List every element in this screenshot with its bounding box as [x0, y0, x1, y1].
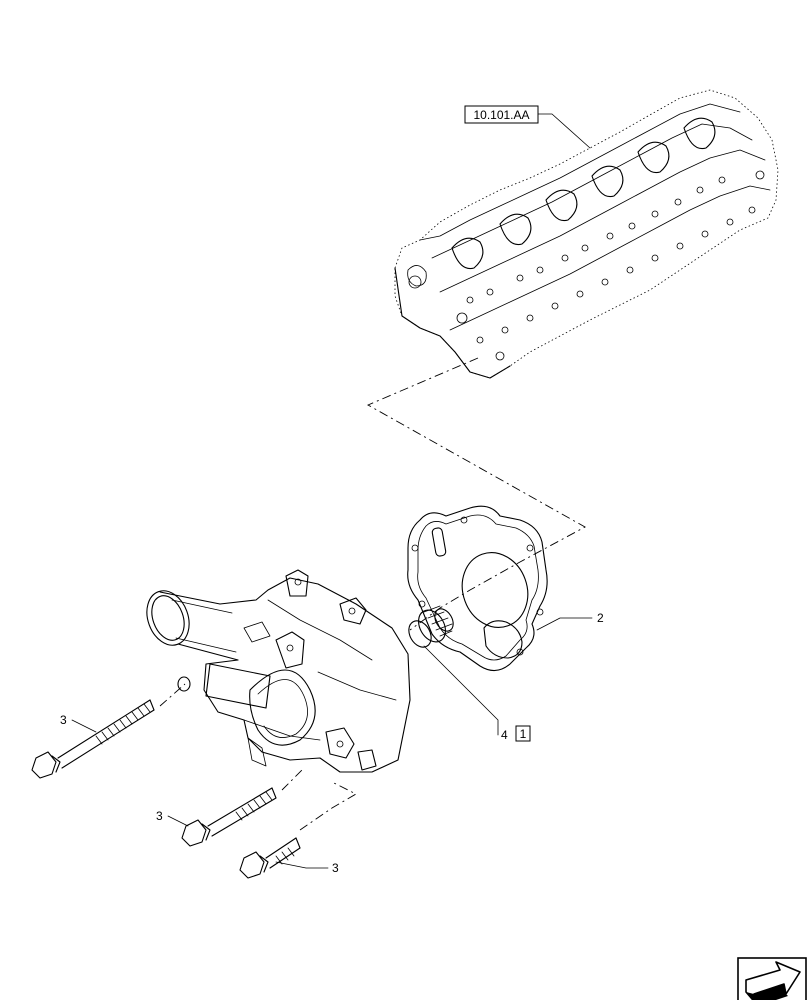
callout-thermostat: 4 1: [423, 645, 531, 742]
callout-bolt-short: 3: [275, 861, 339, 875]
callout-bolt-long: 3: [60, 713, 97, 733]
reference-label: 10.101.AA: [473, 108, 529, 122]
callout-number: 3: [332, 861, 339, 875]
gasket: [407, 505, 548, 672]
next-page-arrow-icon[interactable]: [737, 957, 807, 1000]
kit-number: 1: [520, 727, 527, 741]
reference-callout[interactable]: 10.101.AA: [464, 105, 591, 149]
callout-number: 3: [60, 713, 67, 727]
callout-bolt-mid: 3: [156, 809, 189, 827]
callout-number: 3: [156, 809, 163, 823]
bolt-short: [239, 837, 301, 879]
bolt-mid: [181, 787, 277, 847]
thermostat: [408, 605, 454, 648]
callout-number: 4: [501, 728, 508, 742]
bolt-long: [31, 699, 155, 779]
callout-gasket: 2: [536, 611, 604, 631]
thermostat-housing: [146, 569, 411, 773]
callout-number: 2: [597, 611, 604, 625]
cylinder-head: [394, 89, 779, 379]
